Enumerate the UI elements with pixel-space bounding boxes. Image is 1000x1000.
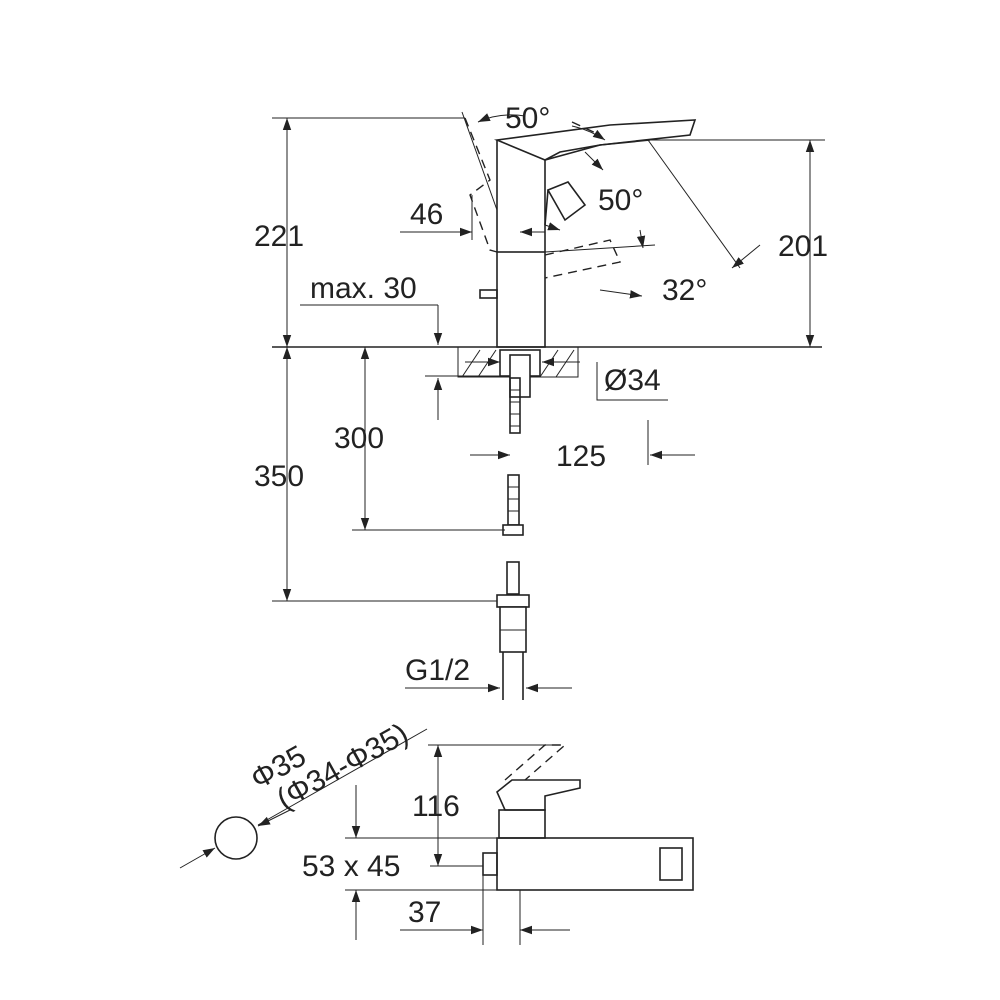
dimension-max-30: max. 30 <box>300 272 500 420</box>
angle-lower-label: 32° <box>662 274 707 307</box>
length-350-label: 350 <box>254 460 304 493</box>
dimension-125: 125 <box>470 420 695 473</box>
dimension-thread: G1/2 <box>405 654 572 693</box>
dimension-350: 350 <box>254 347 497 602</box>
dimension-221: 221 <box>254 117 465 347</box>
height-116-label: 116 <box>412 790 460 823</box>
angle-top-label: 50° <box>505 102 550 135</box>
hole-circle <box>214 816 258 860</box>
angle-32: 32° <box>544 229 707 307</box>
dimension-46: 46 <box>400 195 545 240</box>
height-spout-label: 201 <box>778 230 828 263</box>
max-30-label: max. 30 <box>310 272 417 305</box>
dimension-300: 300 <box>334 347 505 531</box>
faucet-elevation-view: 50° 50° 32° 201 221 <box>254 102 828 700</box>
hole-detail: Φ35 (Φ34-Φ35) <box>179 717 428 869</box>
dashed-handle-positions <box>464 117 621 279</box>
depth-300-label: 300 <box>334 422 384 455</box>
base-53x45-label: 53 x 45 <box>302 850 400 883</box>
angle-right-label: 50° <box>598 184 643 217</box>
angle-50-right: 50° <box>544 151 643 231</box>
reach-125-label: 125 <box>556 440 606 473</box>
width-37-label: 37 <box>408 896 441 929</box>
angle-50-top: 50° <box>461 102 606 211</box>
faucet-side-view: 116 53 x 45 37 <box>302 744 694 945</box>
dimension-hole-34: Ø34 <box>465 357 668 401</box>
offset-46-label: 46 <box>410 198 443 231</box>
hole-dia-label: Ø34 <box>604 364 661 397</box>
supply-hoses <box>496 377 530 700</box>
height-total-label: 221 <box>254 220 304 253</box>
thread-label: G1/2 <box>405 654 470 687</box>
dimension-201: 201 <box>647 139 828 347</box>
